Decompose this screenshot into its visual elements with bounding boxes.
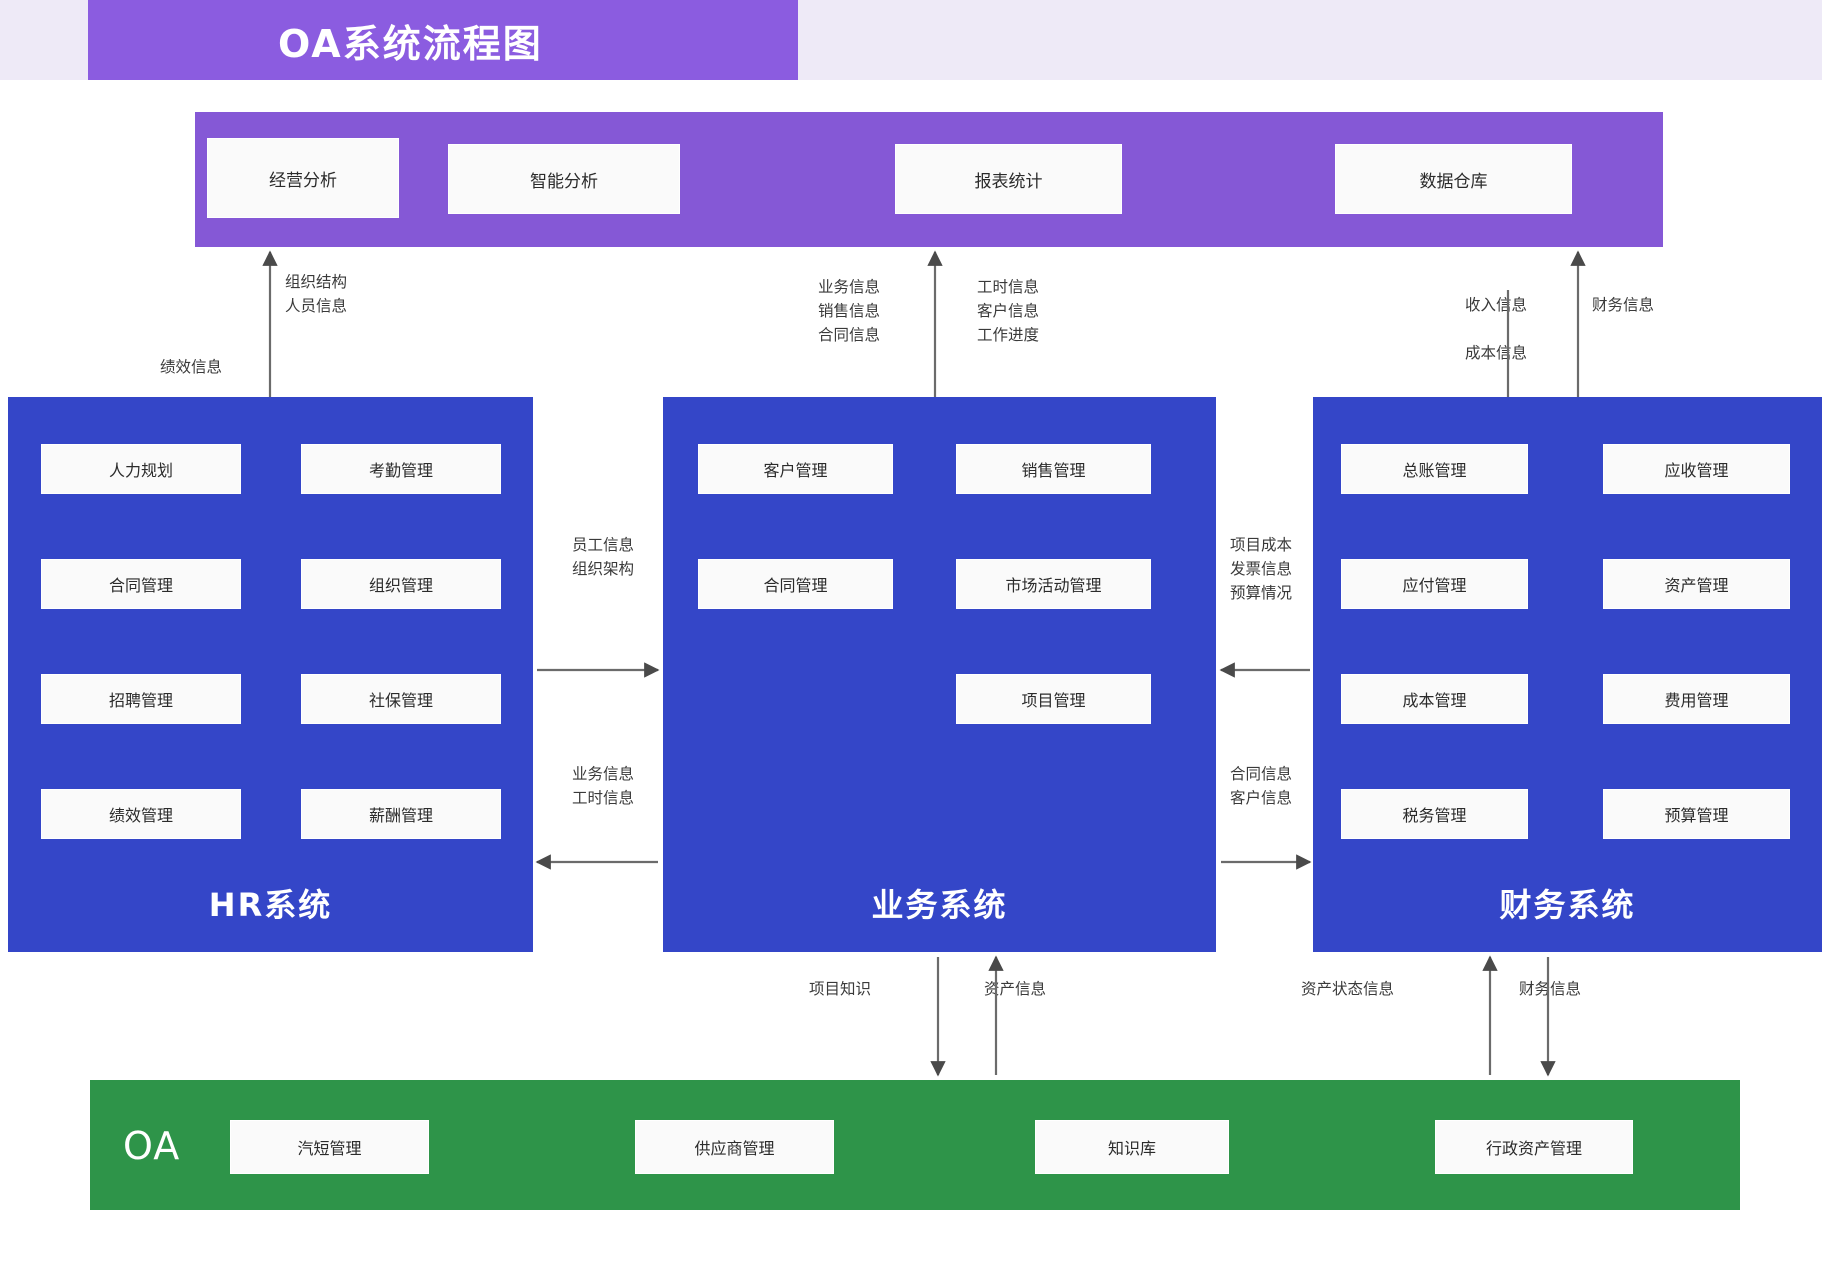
label-hr-biz-top: 员工信息 组织架构 bbox=[571, 536, 634, 579]
label-biz-to-analytics-left: 业务信息 销售信息 合同信息 bbox=[818, 278, 881, 345]
analytics-band: 经营分析 智能分析 报表统计 数据仓库 bbox=[195, 112, 1663, 247]
label-hr-performance: 绩效信息 bbox=[160, 358, 223, 376]
oa-box-gongyingshang[interactable]: 供应商管理 bbox=[635, 1120, 834, 1174]
system-finance: 总账管理 应收管理 应付管理 资产管理 成本管理 费用管理 税务管理 预算管理 … bbox=[1313, 397, 1822, 952]
module-hr-hetong[interactable]: 合同管理 bbox=[41, 559, 241, 609]
oa-box-zhishiku[interactable]: 知识库 bbox=[1035, 1120, 1229, 1174]
system-title-hr: HR系统 bbox=[208, 886, 333, 924]
module-fin-yusuan[interactable]: 预算管理 bbox=[1603, 789, 1790, 839]
module-hr-renlguihua[interactable]: 人力规划 bbox=[41, 444, 241, 494]
label-hr-biz-bottom: 业务信息 工时信息 bbox=[571, 765, 634, 808]
system-business: 客户管理 销售管理 合同管理 市场活动管理 项目管理 业务系统 bbox=[663, 397, 1216, 952]
module-fin-zichan[interactable]: 资产管理 bbox=[1603, 559, 1790, 609]
module-biz-xiaoshou[interactable]: 销售管理 bbox=[956, 444, 1151, 494]
label-biz-fin-top: 项目成本 发票信息 预算情况 bbox=[1229, 536, 1292, 603]
system-title-finance: 财务系统 bbox=[1499, 886, 1636, 924]
label-fin-income: 收入信息 成本信息 bbox=[1465, 296, 1528, 363]
analytics-box-jingying[interactable]: 经营分析 bbox=[207, 138, 399, 218]
module-fin-chengben[interactable]: 成本管理 bbox=[1341, 674, 1528, 724]
module-fin-yingfu[interactable]: 应付管理 bbox=[1341, 559, 1528, 609]
title-strip-right bbox=[798, 0, 1822, 80]
oa-box-qiduan[interactable]: 汽短管理 bbox=[230, 1120, 429, 1174]
module-hr-jixiao[interactable]: 绩效管理 bbox=[41, 789, 241, 839]
label-oa-asset-status: 资产状态信息 bbox=[1300, 980, 1394, 998]
page-title: OA系统流程图 bbox=[278, 21, 543, 66]
label-fin-finance: 财务信息 bbox=[1592, 296, 1655, 314]
title-banner: OA系统流程图 bbox=[88, 0, 798, 80]
module-fin-zongzhang[interactable]: 总账管理 bbox=[1341, 444, 1528, 494]
module-biz-hetong[interactable]: 合同管理 bbox=[698, 559, 893, 609]
module-biz-xiangmu[interactable]: 项目管理 bbox=[956, 674, 1151, 724]
oa-label: OA bbox=[123, 1124, 181, 1168]
label-biz-to-analytics-right: 工时信息 客户信息 工作进度 bbox=[977, 278, 1040, 345]
label-oa-project-knowledge: 项目知识 bbox=[808, 980, 871, 998]
module-biz-shichang[interactable]: 市场活动管理 bbox=[956, 559, 1151, 609]
system-title-business: 业务系统 bbox=[871, 886, 1008, 924]
oa-box-xingzheng[interactable]: 行政资产管理 bbox=[1435, 1120, 1633, 1174]
module-fin-yingshou[interactable]: 应收管理 bbox=[1603, 444, 1790, 494]
label-hr-to-analytics: 组织结构 人员信息 bbox=[285, 273, 348, 316]
analytics-box-baobiao[interactable]: 报表统计 bbox=[895, 144, 1122, 214]
label-biz-fin-bottom: 合同信息 客户信息 bbox=[1229, 765, 1292, 808]
title-strip-left bbox=[0, 0, 88, 80]
analytics-box-zhineng[interactable]: 智能分析 bbox=[448, 144, 680, 214]
module-biz-kehu[interactable]: 客户管理 bbox=[698, 444, 893, 494]
module-hr-shebao[interactable]: 社保管理 bbox=[301, 674, 501, 724]
module-fin-shuiwu[interactable]: 税务管理 bbox=[1341, 789, 1528, 839]
module-hr-xinchou[interactable]: 薪酬管理 bbox=[301, 789, 501, 839]
module-fin-feiyong[interactable]: 费用管理 bbox=[1603, 674, 1790, 724]
label-oa-asset-info: 资产信息 bbox=[983, 980, 1046, 998]
label-oa-finance-info: 财务信息 bbox=[1518, 980, 1581, 998]
module-hr-kaoqin[interactable]: 考勤管理 bbox=[301, 444, 501, 494]
module-hr-zhaopin[interactable]: 招聘管理 bbox=[41, 674, 241, 724]
system-hr: 人力规划 考勤管理 合同管理 组织管理 招聘管理 社保管理 绩效管理 薪酬管理 … bbox=[8, 397, 533, 952]
module-hr-zuzhi[interactable]: 组织管理 bbox=[301, 559, 501, 609]
analytics-box-shujucangku[interactable]: 数据仓库 bbox=[1335, 144, 1572, 214]
oa-band: OA 汽短管理 供应商管理 知识库 行政资产管理 bbox=[90, 1080, 1740, 1210]
